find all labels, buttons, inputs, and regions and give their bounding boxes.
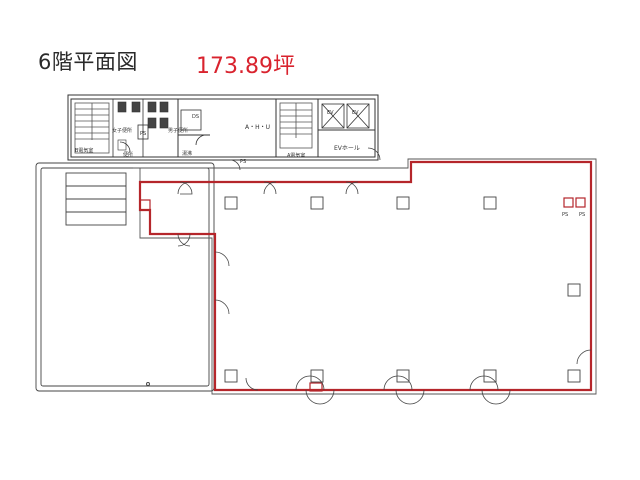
floor-area: 173.89坪 <box>196 54 295 79</box>
ev-hall-label: EVホール <box>334 145 360 152</box>
restroom-label: 便所 <box>123 151 133 158</box>
men-label: 男子便所 <box>168 127 188 134</box>
stair-left <box>74 102 110 154</box>
ds-label: DS <box>192 114 199 120</box>
ev-label-1: EV <box>327 110 334 116</box>
office-exterior-wall <box>133 158 597 395</box>
tenant-boundary <box>138 160 593 392</box>
ps-boxes <box>139 197 586 392</box>
elevator-shafts <box>321 103 370 129</box>
elec-room-a-label: A電気室 <box>287 152 305 159</box>
restroom-fixtures <box>117 101 169 151</box>
ps-label-right-1: PS <box>562 212 568 218</box>
door-swings <box>177 147 592 405</box>
women-label: 女子便所 <box>112 127 132 134</box>
ps-label-core: PS <box>140 131 146 137</box>
columns <box>224 196 581 383</box>
kitchen-label: 湯沸 <box>182 150 192 157</box>
ahu-label: A・H・U <box>245 124 270 131</box>
elec-room-b-label: B電気室 <box>75 147 93 154</box>
ps-label-right-2: PS <box>579 212 585 218</box>
ps-label-core-2: PS <box>240 159 246 165</box>
stair-right <box>279 102 313 149</box>
floor-title: 6階平面図 <box>38 50 138 74</box>
terrace <box>35 162 215 392</box>
ev-label-2: EV <box>352 110 359 116</box>
restroom-walls <box>112 99 207 157</box>
